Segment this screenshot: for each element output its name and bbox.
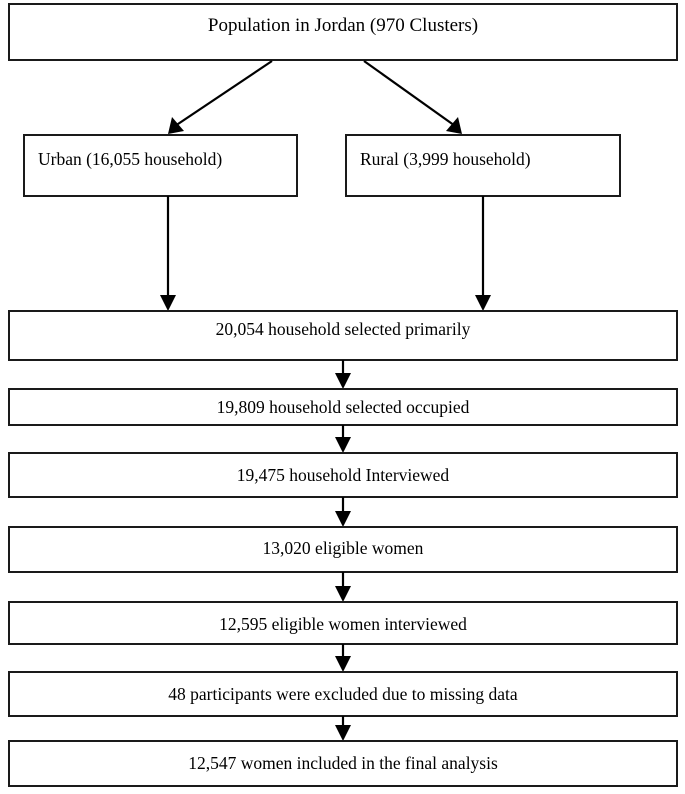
node-urban: Urban (16,055 household) <box>23 134 298 197</box>
node-final-analysis-box <box>8 740 678 787</box>
node-household-interviewed: 19,475 household Interviewed <box>8 452 678 498</box>
node-final-analysis-label: 12,547 women included in the final analy… <box>188 753 498 773</box>
node-rural: Rural (3,999 household) <box>345 134 621 197</box>
node-population: Population in Jordan (970 Clusters) <box>8 3 678 61</box>
connector-selected-occupied-to-household-interviewed-arrowhead <box>335 437 351 453</box>
node-eligible-women-label: 13,020 eligible women <box>263 538 424 558</box>
node-urban-label: Urban (16,055 household) <box>38 149 222 169</box>
node-rural-label: Rural (3,999 household) <box>360 149 531 169</box>
connector-eligible-women-to-eligible-women-interviewed-arrowhead <box>335 586 351 602</box>
connector-population-to-rural <box>363 60 462 134</box>
connector-rural-to-selected-primarily-arrowhead <box>475 295 491 311</box>
node-excluded-missing-data-label: 48 participants were excluded due to mis… <box>168 684 518 704</box>
connector-eligible-women-to-eligible-women-interviewed <box>335 572 351 602</box>
connector-selected-occupied-to-household-interviewed <box>335 425 351 453</box>
connector-selected-primarily-to-selected-occupied <box>335 360 351 389</box>
node-selected-primarily-box <box>8 310 678 361</box>
node-selected-occupied: 19,809 household selected occupied <box>8 388 678 426</box>
node-selected-occupied-label: 19,809 household selected occupied <box>217 397 470 417</box>
node-final-analysis: 12,547 women included in the final analy… <box>8 740 678 787</box>
connector-selected-primarily-to-selected-occupied-arrowhead <box>335 373 351 389</box>
node-rural-box <box>345 134 621 197</box>
connector-population-to-urban-line <box>171 60 273 129</box>
node-excluded-missing-data: 48 participants were excluded due to mis… <box>8 671 678 717</box>
connector-excluded-missing-data-to-final-analysis <box>335 716 351 741</box>
node-urban-box <box>23 134 298 197</box>
connector-population-to-urban <box>168 60 273 134</box>
connector-urban-to-selected-primarily-arrowhead <box>160 295 176 311</box>
connector-household-interviewed-to-eligible-women <box>335 497 351 527</box>
node-eligible-women: 13,020 eligible women <box>8 526 678 573</box>
connector-rural-to-selected-primarily <box>475 196 491 311</box>
node-selected-primarily-label: 20,054 household selected primarily <box>216 319 471 339</box>
connector-urban-to-selected-primarily <box>160 196 176 311</box>
node-selected-primarily: 20,054 household selected primarily <box>8 310 678 361</box>
connector-eligible-women-interviewed-to-excluded-missing-data-arrowhead <box>335 656 351 672</box>
node-eligible-women-interviewed: 12,595 eligible women interviewed <box>8 601 678 645</box>
connector-population-to-urban-arrowhead <box>168 117 184 134</box>
connector-population-to-rural-line <box>363 60 459 129</box>
node-eligible-women-interviewed-label: 12,595 eligible women interviewed <box>219 614 467 634</box>
node-eligible-women-box <box>8 526 678 573</box>
connector-excluded-missing-data-to-final-analysis-arrowhead <box>335 725 351 741</box>
connector-population-to-rural-arrowhead <box>446 117 462 134</box>
node-household-interviewed-label: 19,475 household Interviewed <box>237 465 450 485</box>
node-population-label: Population in Jordan (970 Clusters) <box>208 15 478 36</box>
connector-household-interviewed-to-eligible-women-arrowhead <box>335 511 351 527</box>
connector-eligible-women-interviewed-to-excluded-missing-data <box>335 644 351 672</box>
node-eligible-women-interviewed-box <box>8 601 678 645</box>
node-population-box <box>8 3 678 61</box>
node-household-interviewed-box <box>8 452 678 498</box>
